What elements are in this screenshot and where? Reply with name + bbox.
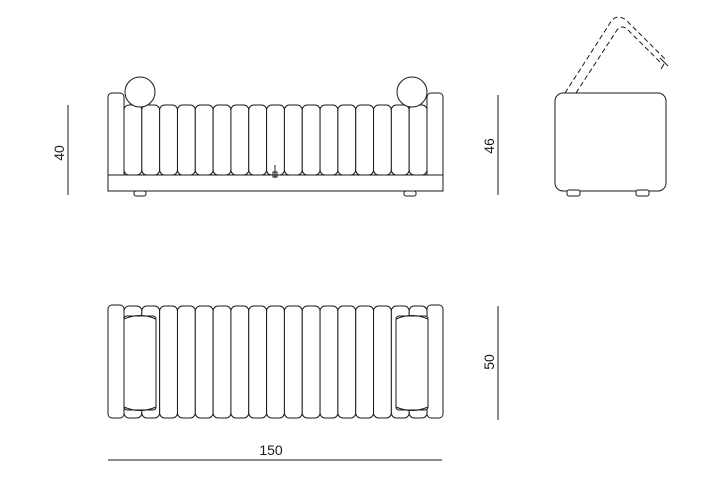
top-rib-segment [176, 305, 196, 419]
front-rib-segment [408, 104, 428, 176]
front-rib-segment [301, 104, 321, 176]
top-rib-segment [194, 305, 214, 419]
front-rib-segment [337, 104, 357, 176]
top-rib-segment [355, 305, 375, 419]
top-right-bolster [395, 315, 429, 411]
top-rib-segment [159, 305, 178, 419]
front-height-label: 40 [51, 145, 67, 161]
front-view [107, 76, 444, 197]
top-depth-dimension: 50 [481, 306, 499, 420]
front-right-bolster [396, 76, 428, 108]
top-right-arm [426, 304, 444, 419]
front-ribs [123, 104, 428, 176]
top-rib-segment [230, 305, 250, 419]
side-left-foot [566, 189, 581, 197]
front-rib-segment [230, 104, 250, 176]
side-lamp-arm-outer [564, 16, 667, 94]
front-rib-segment [373, 104, 392, 176]
side-right-foot [635, 189, 650, 197]
side-height-dimension: 46 [481, 95, 499, 195]
front-rib-segment [355, 104, 375, 176]
top-rib-segment [373, 305, 392, 419]
side-height-label: 46 [481, 138, 497, 154]
side-body [554, 92, 667, 192]
top-ribs [123, 305, 428, 419]
top-left-arm [107, 304, 125, 419]
top-rib-segment [301, 305, 321, 419]
top-view [107, 304, 444, 419]
front-left-foot [133, 190, 147, 197]
front-rib-segment [212, 104, 232, 176]
front-rib-segment [123, 104, 143, 176]
front-rib-segment [141, 104, 161, 176]
top-rib-segment [337, 305, 357, 419]
top-rib-segment [248, 305, 268, 419]
side-lamp-head [659, 57, 669, 70]
front-rib-segment [176, 104, 196, 176]
top-rib-segment [283, 305, 303, 419]
side-view [554, 16, 669, 197]
top-rib-segment [266, 305, 285, 419]
front-zip-pull [272, 171, 278, 178]
front-rib-segment [266, 104, 285, 176]
front-rib-segment [283, 104, 303, 176]
top-rib-segment [319, 305, 339, 419]
side-lamp-arm-inner [575, 26, 661, 94]
front-rib-segment [248, 104, 268, 176]
front-left-bolster [124, 76, 156, 108]
front-rib-segment [390, 104, 410, 176]
front-right-foot [403, 190, 417, 197]
front-height-dimension: 40 [51, 105, 69, 195]
front-rib-segment [319, 104, 339, 176]
front-rib-segment [159, 104, 178, 176]
total-width-dimension: 150 [108, 442, 442, 461]
total-width-label: 150 [259, 442, 283, 458]
front-rib-segment [194, 104, 214, 176]
top-left-bolster [123, 315, 157, 411]
top-rib-segment [212, 305, 232, 419]
top-depth-label: 50 [481, 354, 497, 370]
